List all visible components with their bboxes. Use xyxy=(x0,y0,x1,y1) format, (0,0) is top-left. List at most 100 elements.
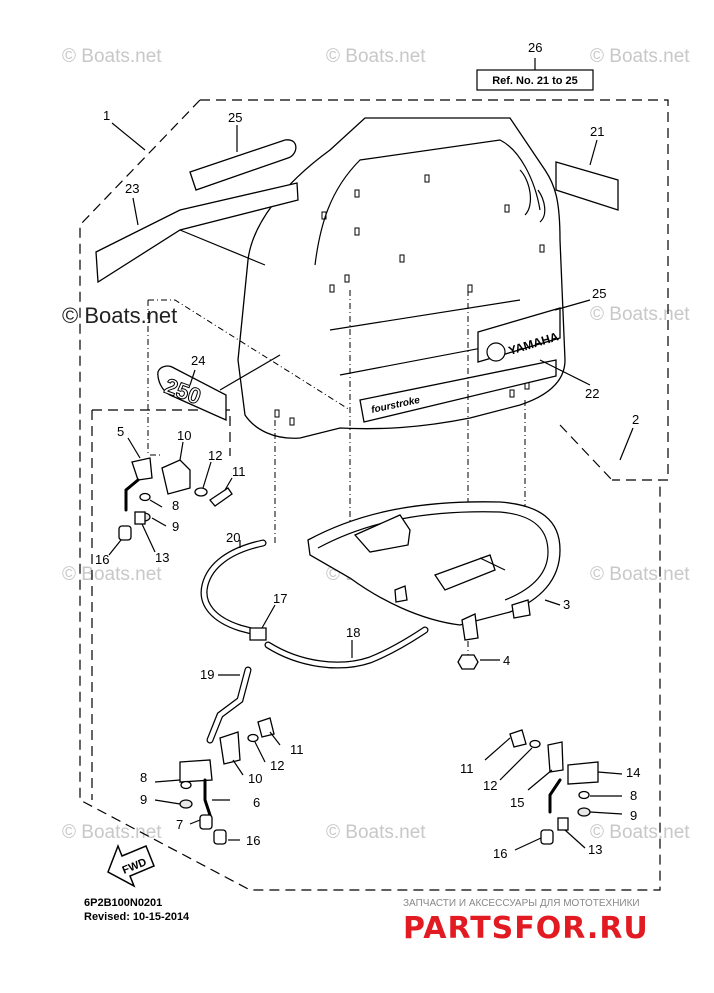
tray-mount xyxy=(461,613,479,641)
ref-box-label: Ref. No. 21 to 25 xyxy=(492,75,578,87)
callout-12-lower: 12 xyxy=(270,758,284,773)
watermark: © Boats.net xyxy=(62,564,162,585)
callout-16-lower: 16 xyxy=(246,833,260,848)
top-cowling-body xyxy=(237,117,566,439)
hinge-assembly-lower-left xyxy=(154,717,281,845)
watermark: © Boats.net xyxy=(590,304,690,325)
callout-2: 2 xyxy=(632,412,639,427)
callout-25: 25 xyxy=(228,110,242,125)
nut-4 xyxy=(457,654,479,670)
leader-lines-top xyxy=(111,122,634,461)
washer-8 xyxy=(139,492,151,502)
hinge-rod-right xyxy=(548,778,562,814)
fastener-holes xyxy=(274,174,545,426)
callout-22: 22 xyxy=(585,386,599,401)
bolt-11-right xyxy=(509,729,527,748)
callout-18: 18 xyxy=(346,625,360,640)
callout-19: 19 xyxy=(200,667,214,682)
callout-1: 1 xyxy=(103,108,110,123)
nut-9-right xyxy=(577,807,591,817)
decal-21 xyxy=(555,161,619,211)
hinge-plate-lower-left xyxy=(179,759,213,783)
yamaha-logo-icon xyxy=(486,342,506,362)
washer-12-lower xyxy=(247,733,259,743)
callout-12-right: 12 xyxy=(483,778,497,793)
callout-21: 21 xyxy=(590,124,604,139)
leader-line xyxy=(544,599,561,606)
callout-20: 20 xyxy=(226,530,240,545)
washer-8-lower xyxy=(180,780,192,790)
callout-11-right: 11 xyxy=(460,761,474,776)
brand-name: PARTSFOR.RU xyxy=(403,911,649,946)
joint-17 xyxy=(249,627,267,641)
intake-left xyxy=(519,169,532,216)
cowling-crest xyxy=(314,139,541,266)
hinge-rod xyxy=(124,478,140,512)
callout-9-lower: 9 xyxy=(140,792,147,807)
collar-13-right xyxy=(557,817,569,831)
decal-25-top xyxy=(189,139,297,191)
tray-vent xyxy=(434,554,496,591)
callout-8-lower: 8 xyxy=(140,770,147,785)
washer-12-right xyxy=(529,739,541,749)
hinge-assembly-lower-right xyxy=(484,729,623,851)
fwd-arrow-icon xyxy=(107,843,155,888)
watermark: © Boats.net xyxy=(590,564,690,585)
callout-8-right: 8 xyxy=(630,788,637,803)
watermark: © Boats.net xyxy=(326,46,426,67)
model-decal: 250 xyxy=(157,365,227,422)
grommet-16 xyxy=(118,525,132,541)
tray-mount-right xyxy=(511,599,531,619)
washer-12 xyxy=(194,487,208,497)
grommet-16-lower xyxy=(213,829,227,845)
callout-12: 12 xyxy=(208,448,222,463)
bracket-assembly-upper-left xyxy=(108,437,233,556)
nut-9-lower xyxy=(179,799,193,809)
bracket-10-lower xyxy=(219,731,241,765)
grommet-16-right xyxy=(540,829,554,845)
callout-10: 10 xyxy=(177,428,191,443)
hinge-plate-14 xyxy=(567,761,599,785)
inner-boundary xyxy=(92,409,231,456)
model-decal-plate xyxy=(157,365,227,422)
watermark: © Boats.net xyxy=(590,46,690,67)
inner-boundary-right xyxy=(559,424,613,481)
top-cover-boundary xyxy=(200,99,669,481)
watermark: © Boats.net xyxy=(590,822,690,843)
callout-14: 14 xyxy=(626,765,640,780)
callout-11-lower: 11 xyxy=(290,742,304,757)
assembly-boundaries xyxy=(79,99,669,891)
watermark: © Boats.net xyxy=(62,822,162,843)
callout-4: 4 xyxy=(503,653,510,668)
callout-15: 15 xyxy=(510,795,524,810)
fourstroke-decal xyxy=(359,359,557,423)
callout-9-right: 9 xyxy=(630,808,637,823)
callout-25-right: 25 xyxy=(592,286,606,301)
diagram-code: 6P2B100N0201 xyxy=(84,897,162,909)
bolt-11 xyxy=(209,487,233,507)
callout-3: 3 xyxy=(563,597,570,612)
bottom-cowling-boundary xyxy=(79,99,661,891)
watermark: © Boats.net xyxy=(326,822,426,843)
hinge-rod-6 xyxy=(203,778,212,817)
tray-vent-line xyxy=(479,557,506,571)
brand-mark: ЗАПЧАСТИ И АКСЕССУАРЫ ДЛЯ МОТОТЕХНИКИ PA… xyxy=(403,898,649,946)
intake-right xyxy=(537,189,546,223)
decal-23 xyxy=(95,182,299,284)
callout-10-lower: 10 xyxy=(248,771,262,786)
callout-5: 5 xyxy=(117,424,124,439)
top-cowling: YAMAHA fourstroke xyxy=(237,117,566,439)
brand-subtitle: ЗАПЧАСТИ И АКСЕССУАРЫ ДЛЯ МОТОТЕХНИКИ xyxy=(403,898,640,909)
callout-7: 7 xyxy=(176,817,183,832)
callout-17: 17 xyxy=(273,591,287,606)
fwd-arrow: FWD xyxy=(107,843,155,888)
bottom-cowling-tray xyxy=(307,501,561,641)
bracket-15 xyxy=(547,741,564,773)
bracket-10 xyxy=(161,459,191,495)
washer-8-right xyxy=(578,790,590,800)
callout-23: 23 xyxy=(125,181,139,196)
callout-16-right: 16 xyxy=(493,846,507,861)
collar-7 xyxy=(199,814,213,830)
ref-box-group: 26 Ref. No. 21 to 25 xyxy=(476,40,594,91)
hose-assembly xyxy=(200,539,429,744)
